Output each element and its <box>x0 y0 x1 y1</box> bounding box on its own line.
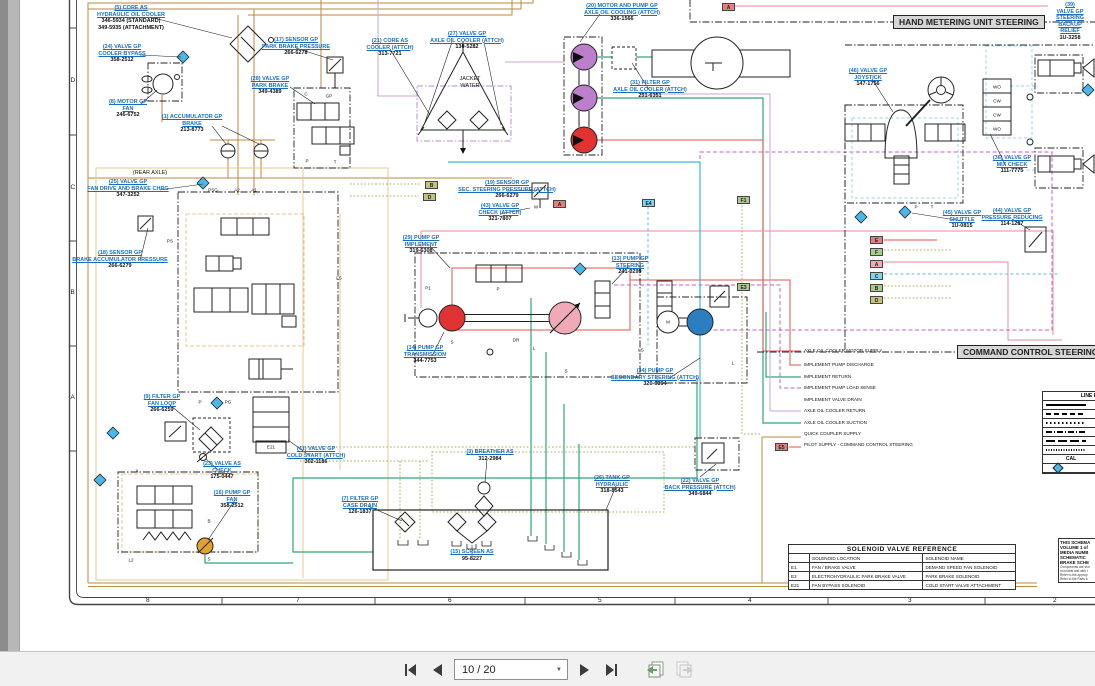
shuttle-diamond-icon <box>1052 462 1064 474</box>
last-page-button[interactable] <box>602 660 622 680</box>
legend-cal-label: CAL <box>1043 455 1095 464</box>
table-cell: FAN BYPASS SOLENOID <box>808 580 924 590</box>
col-header-location: SOLENOID LOCATION <box>808 553 924 563</box>
legend-line-sample <box>1046 422 1086 424</box>
banner-command-control: COMMAND CONTROL STEERING <box>957 345 1095 359</box>
legend-line-sample <box>1046 440 1086 442</box>
legend-row <box>1043 410 1095 419</box>
next-page-button[interactable] <box>575 660 595 680</box>
table-cell: FAN / BRAKE VALVE <box>808 562 924 572</box>
note-fine-print: Refer to the approp <box>1060 573 1088 577</box>
table-title: SOLENOID VALVE REFERENCE <box>788 544 1016 554</box>
note-line: MEDIA NUMB <box>1060 550 1089 555</box>
legend-title: LINE P <box>1043 392 1095 401</box>
col-header-name: SOLENOID NAME <box>922 553 1016 563</box>
next-view-icon[interactable] <box>673 660 695 680</box>
pdf-toolbar: 10 / 20 ▼ <box>0 651 1095 686</box>
legend-line-sample <box>1046 404 1086 406</box>
legend-row <box>1043 401 1095 410</box>
note-fine-print: Refer to the Parts b <box>1060 577 1088 581</box>
page-number-combobox[interactable]: 10 / 20 ▼ <box>454 659 568 680</box>
scrollbar-track[interactable] <box>8 0 20 651</box>
legend-line-sample <box>1046 413 1086 415</box>
note-line: SCHEMATIC <box>1060 555 1086 560</box>
table-cell: E21 <box>788 580 810 590</box>
first-page-button[interactable] <box>400 660 420 680</box>
table-cell: E1 <box>788 562 810 572</box>
previous-view-icon[interactable] <box>644 660 666 680</box>
window-edge <box>0 0 8 651</box>
previous-page-button[interactable] <box>427 660 447 680</box>
line-legend-table: LINE P CAL <box>1042 391 1095 474</box>
legend-row <box>1043 446 1095 455</box>
solenoid-valve-reference-table: SOLENOID VALVE REFERENCE SOLENOID LOCATI… <box>788 544 1016 590</box>
legend-line-sample <box>1046 449 1086 451</box>
header-spacer <box>788 553 810 563</box>
table-cell: ELECTROHYDRAULIC PARK BRAKE VALVE <box>808 571 924 581</box>
note-line: BRAKE SCHE <box>1060 560 1090 565</box>
table-cell: E2 <box>788 571 810 581</box>
note-fine-print: Components are sho <box>1060 565 1090 569</box>
note-fine-print: in neutral and with t <box>1060 569 1088 573</box>
legend-row <box>1043 419 1095 428</box>
legend-row <box>1043 437 1095 446</box>
table-cell: PARK BRAKE SOLENOID <box>922 571 1016 581</box>
legend-line-sample <box>1046 431 1086 433</box>
page-number-value: 10 / 20 <box>462 663 496 676</box>
combobox-dropdown-icon[interactable]: ▼ <box>556 666 562 673</box>
note-line: VOLUME 1 of <box>1060 545 1088 550</box>
table-cell: COLD START VALVE ATTACHMENT <box>922 580 1016 590</box>
legend-diamond-row <box>1043 462 1095 474</box>
table-cell: DEMAND SPEED FAN SOLENOID <box>922 562 1016 572</box>
banner-hand-metering: HAND METERING UNIT STEERING <box>893 15 1045 29</box>
legend-row <box>1043 428 1095 437</box>
note-line: THIS SCHEMA <box>1060 540 1091 545</box>
